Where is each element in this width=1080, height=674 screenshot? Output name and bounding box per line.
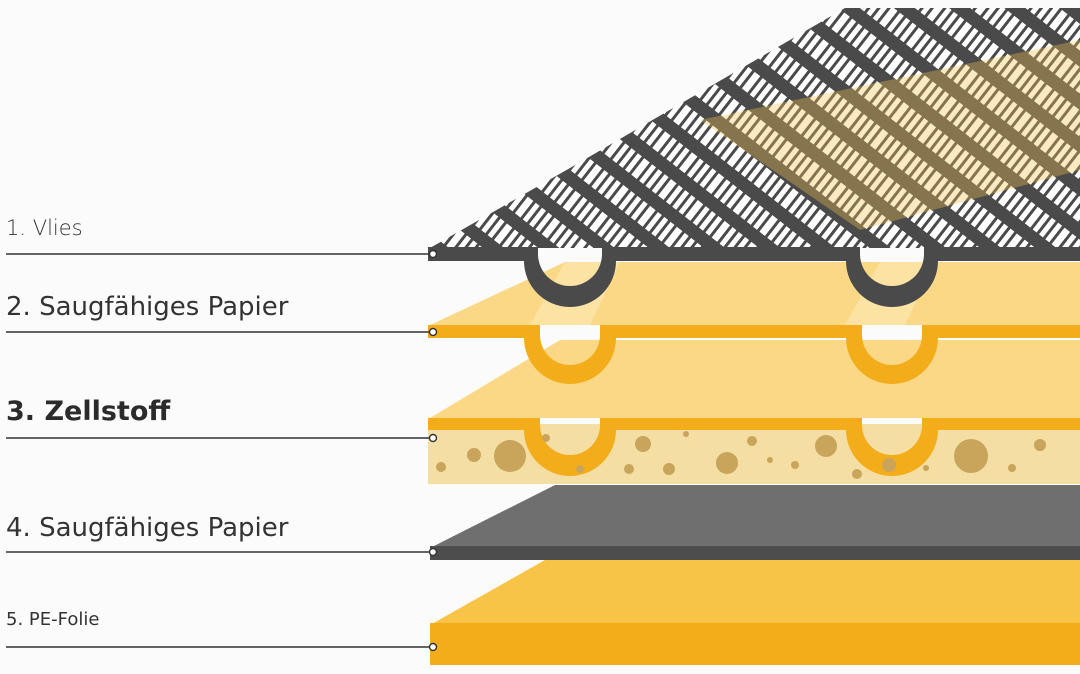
label-layer-3: 3. Zellstoff	[6, 396, 170, 427]
layer-4-absorbent-paper	[430, 485, 1080, 560]
label-layer-2: 2. Saugfähiges Papier	[6, 292, 288, 322]
layer-3-pulp	[428, 340, 1080, 484]
layer-5-pe-foil	[430, 560, 1080, 665]
label-layer-5: 5. PE-Folie	[6, 609, 99, 630]
label-layer-4: 4. Saugfähiges Papier	[6, 513, 288, 543]
label-layer-1: 1. Vlies	[6, 216, 83, 240]
